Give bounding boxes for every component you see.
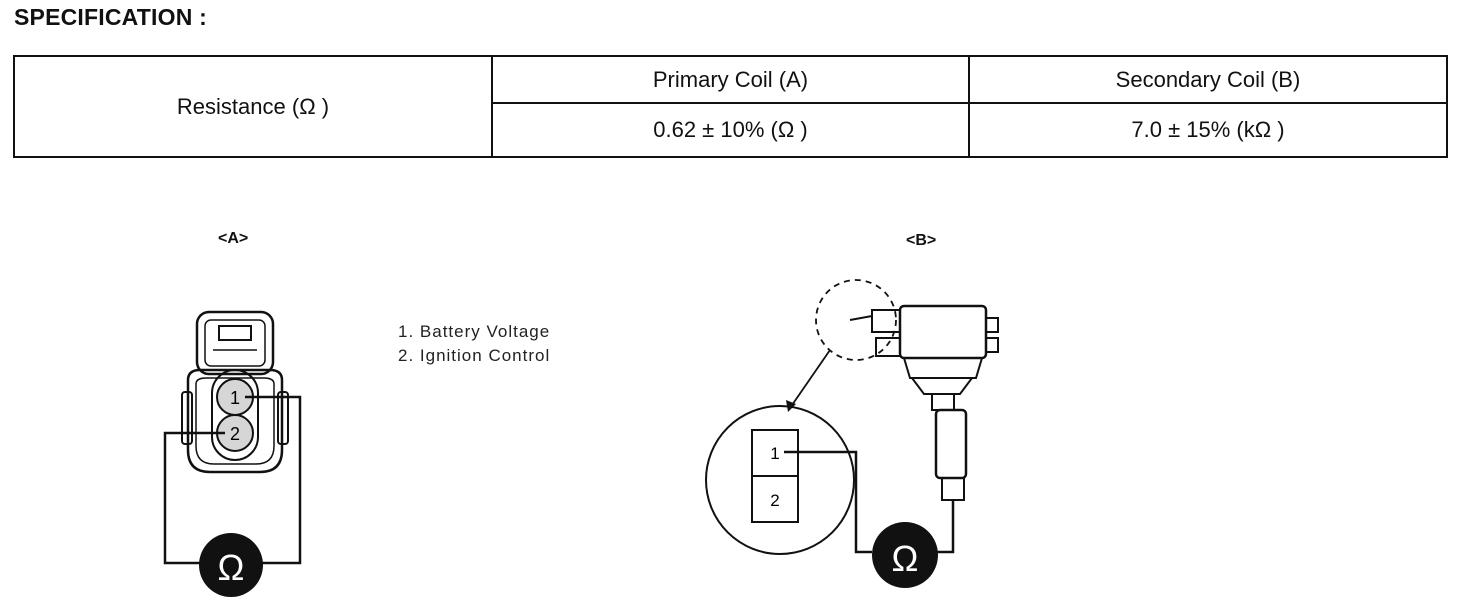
row-header-resistance: Resistance (Ω ) bbox=[13, 55, 493, 158]
connector-b-detail-icon bbox=[705, 405, 855, 555]
diagram-b-label: <B> bbox=[906, 232, 937, 249]
column-header-primary-coil: Primary Coil (A) bbox=[491, 55, 970, 104]
legend-item-ignition-control: 2. Ignition Control bbox=[398, 346, 551, 365]
connector-a-icon bbox=[181, 310, 289, 474]
pin-2-b-label: 2 bbox=[770, 491, 779, 510]
probe-wires-a bbox=[163, 395, 302, 565]
diagram-a-label: <A> bbox=[218, 230, 249, 247]
probe-wires-b bbox=[784, 450, 955, 554]
pin-legend: 1. Battery Voltage 2. Ignition Control bbox=[398, 320, 550, 368]
column-header-secondary-coil: Secondary Coil (B) bbox=[968, 55, 1448, 104]
specification-table: Resistance (Ω ) Primary Coil (A) Seconda… bbox=[13, 55, 1448, 158]
value-primary-coil: 0.62 ± 10% (Ω ) bbox=[491, 102, 970, 158]
pin-1-b-label: 1 bbox=[770, 444, 779, 463]
pin-1-a-label: 1 bbox=[230, 388, 240, 408]
value-secondary-coil: 7.0 ± 15% (kΩ ) bbox=[968, 102, 1448, 158]
ohmmeter-b-icon: Ω bbox=[872, 522, 938, 588]
legend-item-battery-voltage: 1. Battery Voltage bbox=[398, 322, 551, 341]
svg-text:Ω: Ω bbox=[892, 538, 919, 579]
svg-text:Ω: Ω bbox=[218, 547, 245, 588]
page-title: SPECIFICATION : bbox=[14, 4, 207, 30]
pin-2-a-label: 2 bbox=[230, 424, 240, 444]
ohmmeter-a-icon: Ω bbox=[199, 533, 263, 597]
ignition-coil-icon bbox=[786, 279, 999, 501]
